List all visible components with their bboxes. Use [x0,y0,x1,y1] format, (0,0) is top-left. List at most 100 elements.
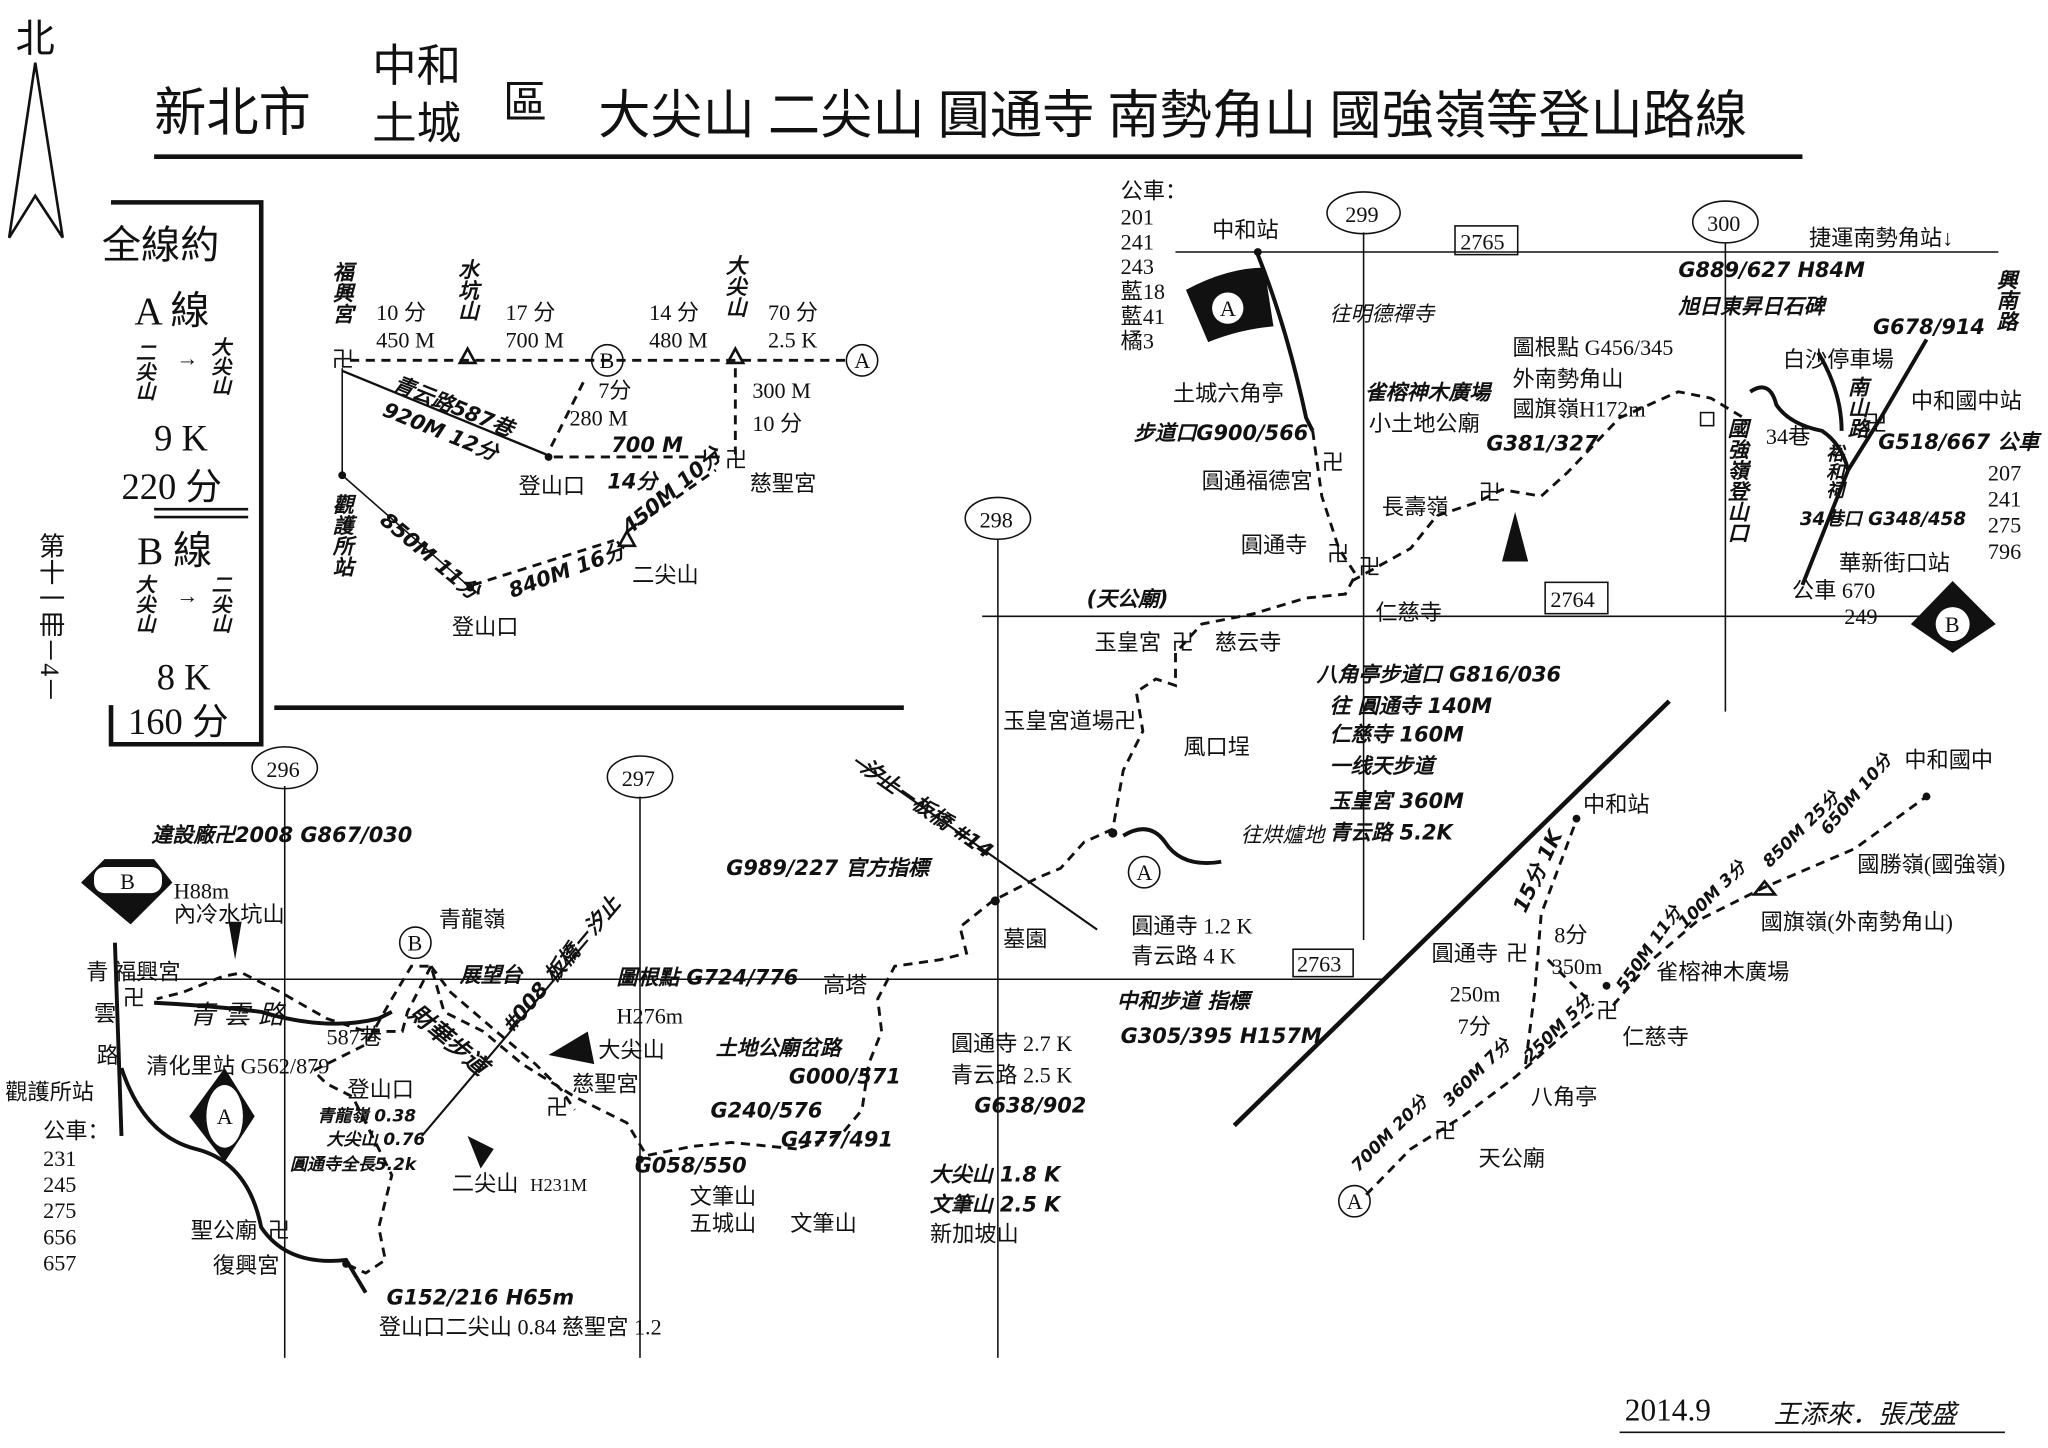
place-tiangong-temple: (天公廟) [1087,587,1169,611]
place-guanhu-station: 觀護所站 [329,494,355,578]
segment-distance: 250m [1450,981,1501,1006]
segment-distance: 480 M [649,327,708,352]
route-b-from: 大尖山 [132,574,155,633]
place-zhonghe-station: 中和站 [1583,792,1650,817]
route-badge-b-e: B [1910,581,1996,653]
temple-icon: 卍 [1506,941,1528,966]
title-district-zhonghe: 中和 [372,41,461,91]
temple-icon: 卍 [546,1095,568,1120]
direction-hongludi: 往烘爐地 [1241,823,1327,847]
bus-route: 656 [43,1224,76,1249]
temple-icon: 卍 [725,447,747,472]
marker-a [845,343,879,377]
page-title: 新北市 中和 土城 區 大尖山 二尖山 圓通寺 南勢角山 國強嶺等登山路線 [154,41,1803,159]
place-renci-temple: 仁慈寺 [1375,600,1442,625]
place-erjian-mountain: 二尖山 [452,1171,519,1196]
bus-route: 657 [43,1250,76,1275]
sheet-300: 300 [1691,200,1759,244]
distance-note: 一线天步道 [1330,754,1438,778]
peak-icon-erjian [467,1135,494,1169]
coordinates-label: G000/571 [789,1065,901,1089]
zhonghe-trail-sign: 中和步道 指標 [1117,989,1254,1013]
segment-label: 100M 3分 [1674,856,1751,933]
segment-time: 7分 [1458,1014,1491,1039]
sheet-number: 299 [1345,202,1378,227]
place-neileng-shuikeng: 內冷水坑山 [174,902,285,927]
benchmark-label: 圖根點 G456/345 [1512,335,1673,360]
grid-number: 2763 [1297,951,1341,976]
coordinates-label: G240/576 [711,1099,823,1123]
place-flag-ridge: 國旗嶺H172m [1512,397,1645,422]
place-baguating: 八角亭 [1531,1085,1598,1110]
benchmark-label: 圖根點 G724/776 [616,965,798,989]
place-mrt-nanshijiao: 捷運南勢角站↓ [1809,225,1953,250]
coordinates-label: G638/902 [974,1093,1086,1117]
route-b-label: B 線 [137,530,212,573]
temple-icon: 卍 [1327,541,1349,566]
place-small-earth-god-temple: 小土地公廟 [1369,411,1480,436]
distance-note: 往 圓通寺 140M [1330,694,1493,718]
marker-a-label: A [854,348,870,373]
sheet-number: 297 [622,766,655,791]
place-changshou-ridge: 長壽嶺 [1382,494,1449,519]
coordinates-label: G305/395 H157M [1121,1024,1322,1048]
place-earth-god-fork: 土地公廟岔路 [716,1036,843,1060]
coordinates-label: G152/216 H65m [387,1285,574,1309]
segment-time: 10 分 [376,300,426,325]
peak-icon [616,528,637,548]
peak-icon-neileng [228,921,242,960]
segment-distance: 300 M [752,378,811,403]
footer: 2014.9 王添來．張茂盛 [1619,1393,2005,1434]
route-a-time: 220 分 [121,466,222,507]
bus-route: 207 [1988,460,2021,485]
official-signpost-label: G989/227 官方指標 [726,856,933,880]
place-flag-ridge: 國旗嶺(外南勢角山) [1761,910,1953,935]
elevation-label: H231M [530,1175,587,1195]
sheet-number: 300 [1707,211,1740,236]
route-a-label: A 線 [135,290,210,333]
place-fengkou: 風口埕 [1183,735,1250,760]
inset-schematic: 福興宮 卍 水坑山 10 分 450 M 17 分 700 M B 14 分 4… [329,255,879,640]
distance-note: 青云路 5.2K [1330,821,1455,845]
temple-icon: 卍 [1596,998,1618,1023]
place-qinghua-station: 清化里站 G562/879 [146,1053,329,1078]
marker-label: A [217,1104,233,1129]
place-tiangong-temple: 天公廟 [1479,1146,1546,1171]
distance-note: 玉皇宮 360M [1330,789,1464,813]
marker-label: A [1220,296,1236,321]
route-badge-a-w: A [189,1068,255,1163]
sheet-299: 299 [1326,191,1401,235]
bus-route: 241 [1121,229,1154,254]
road-qingyun-char: 雲 [94,1001,116,1026]
sheet-number: 296 [266,757,299,782]
place-banyan-plaza: 雀榕神木廣場 [1656,959,1789,984]
segment-distance: 850M 11分 [376,508,487,607]
segment-label: 360M 7分 [1439,1034,1516,1111]
bus-route: 796 [1988,539,2021,564]
place-sunrise-stele: 旭日東昇日石碑 [1677,294,1827,318]
temple-icon: 卍 [1434,1119,1456,1144]
north-arrow: 北 [7,18,64,239]
marker-label: B [120,869,135,894]
elevation-label: H276m [616,1004,683,1029]
route-badge-b-w: B [80,859,173,925]
temple-icons: 卍 卍 卍 卍 卍 卍 卍 卍 卍 卍 卍 卍 [123,411,1888,1243]
place-banyan-plaza: 雀榕神木廣場 [1365,381,1493,405]
place-fuxing-temple: 福興宮 [329,261,355,324]
marker-a-circle: A [1127,855,1161,889]
place-zhonghe-station: 中和站 [1212,218,1279,243]
peak-icon [1751,879,1778,896]
distance-note: 登山口二尖山 0.84 慈聖宮 1.2 [379,1314,662,1339]
arrow-icon: → [176,346,198,371]
title-main: 大尖山 二尖山 圓通寺 南勢角山 國強嶺等登山路線 [598,87,1747,145]
marker-label: B [408,931,423,956]
place-renci-temple: 仁慈寺 [1622,1025,1689,1050]
place-fude-temple: 圓通福德宮 [1202,468,1313,493]
distance-note: 圓通寺 1.2 K [1131,914,1252,939]
sheet-297: 297 [606,755,674,799]
segment-time: 8分 [1554,923,1587,948]
temple-icon: 卍 [1479,480,1501,505]
place-baisha-parking: 白沙停車場 [1783,347,1894,372]
bus-route: 275 [43,1198,76,1223]
distance-note: 圓通寺 2.7 K [951,1031,1072,1056]
